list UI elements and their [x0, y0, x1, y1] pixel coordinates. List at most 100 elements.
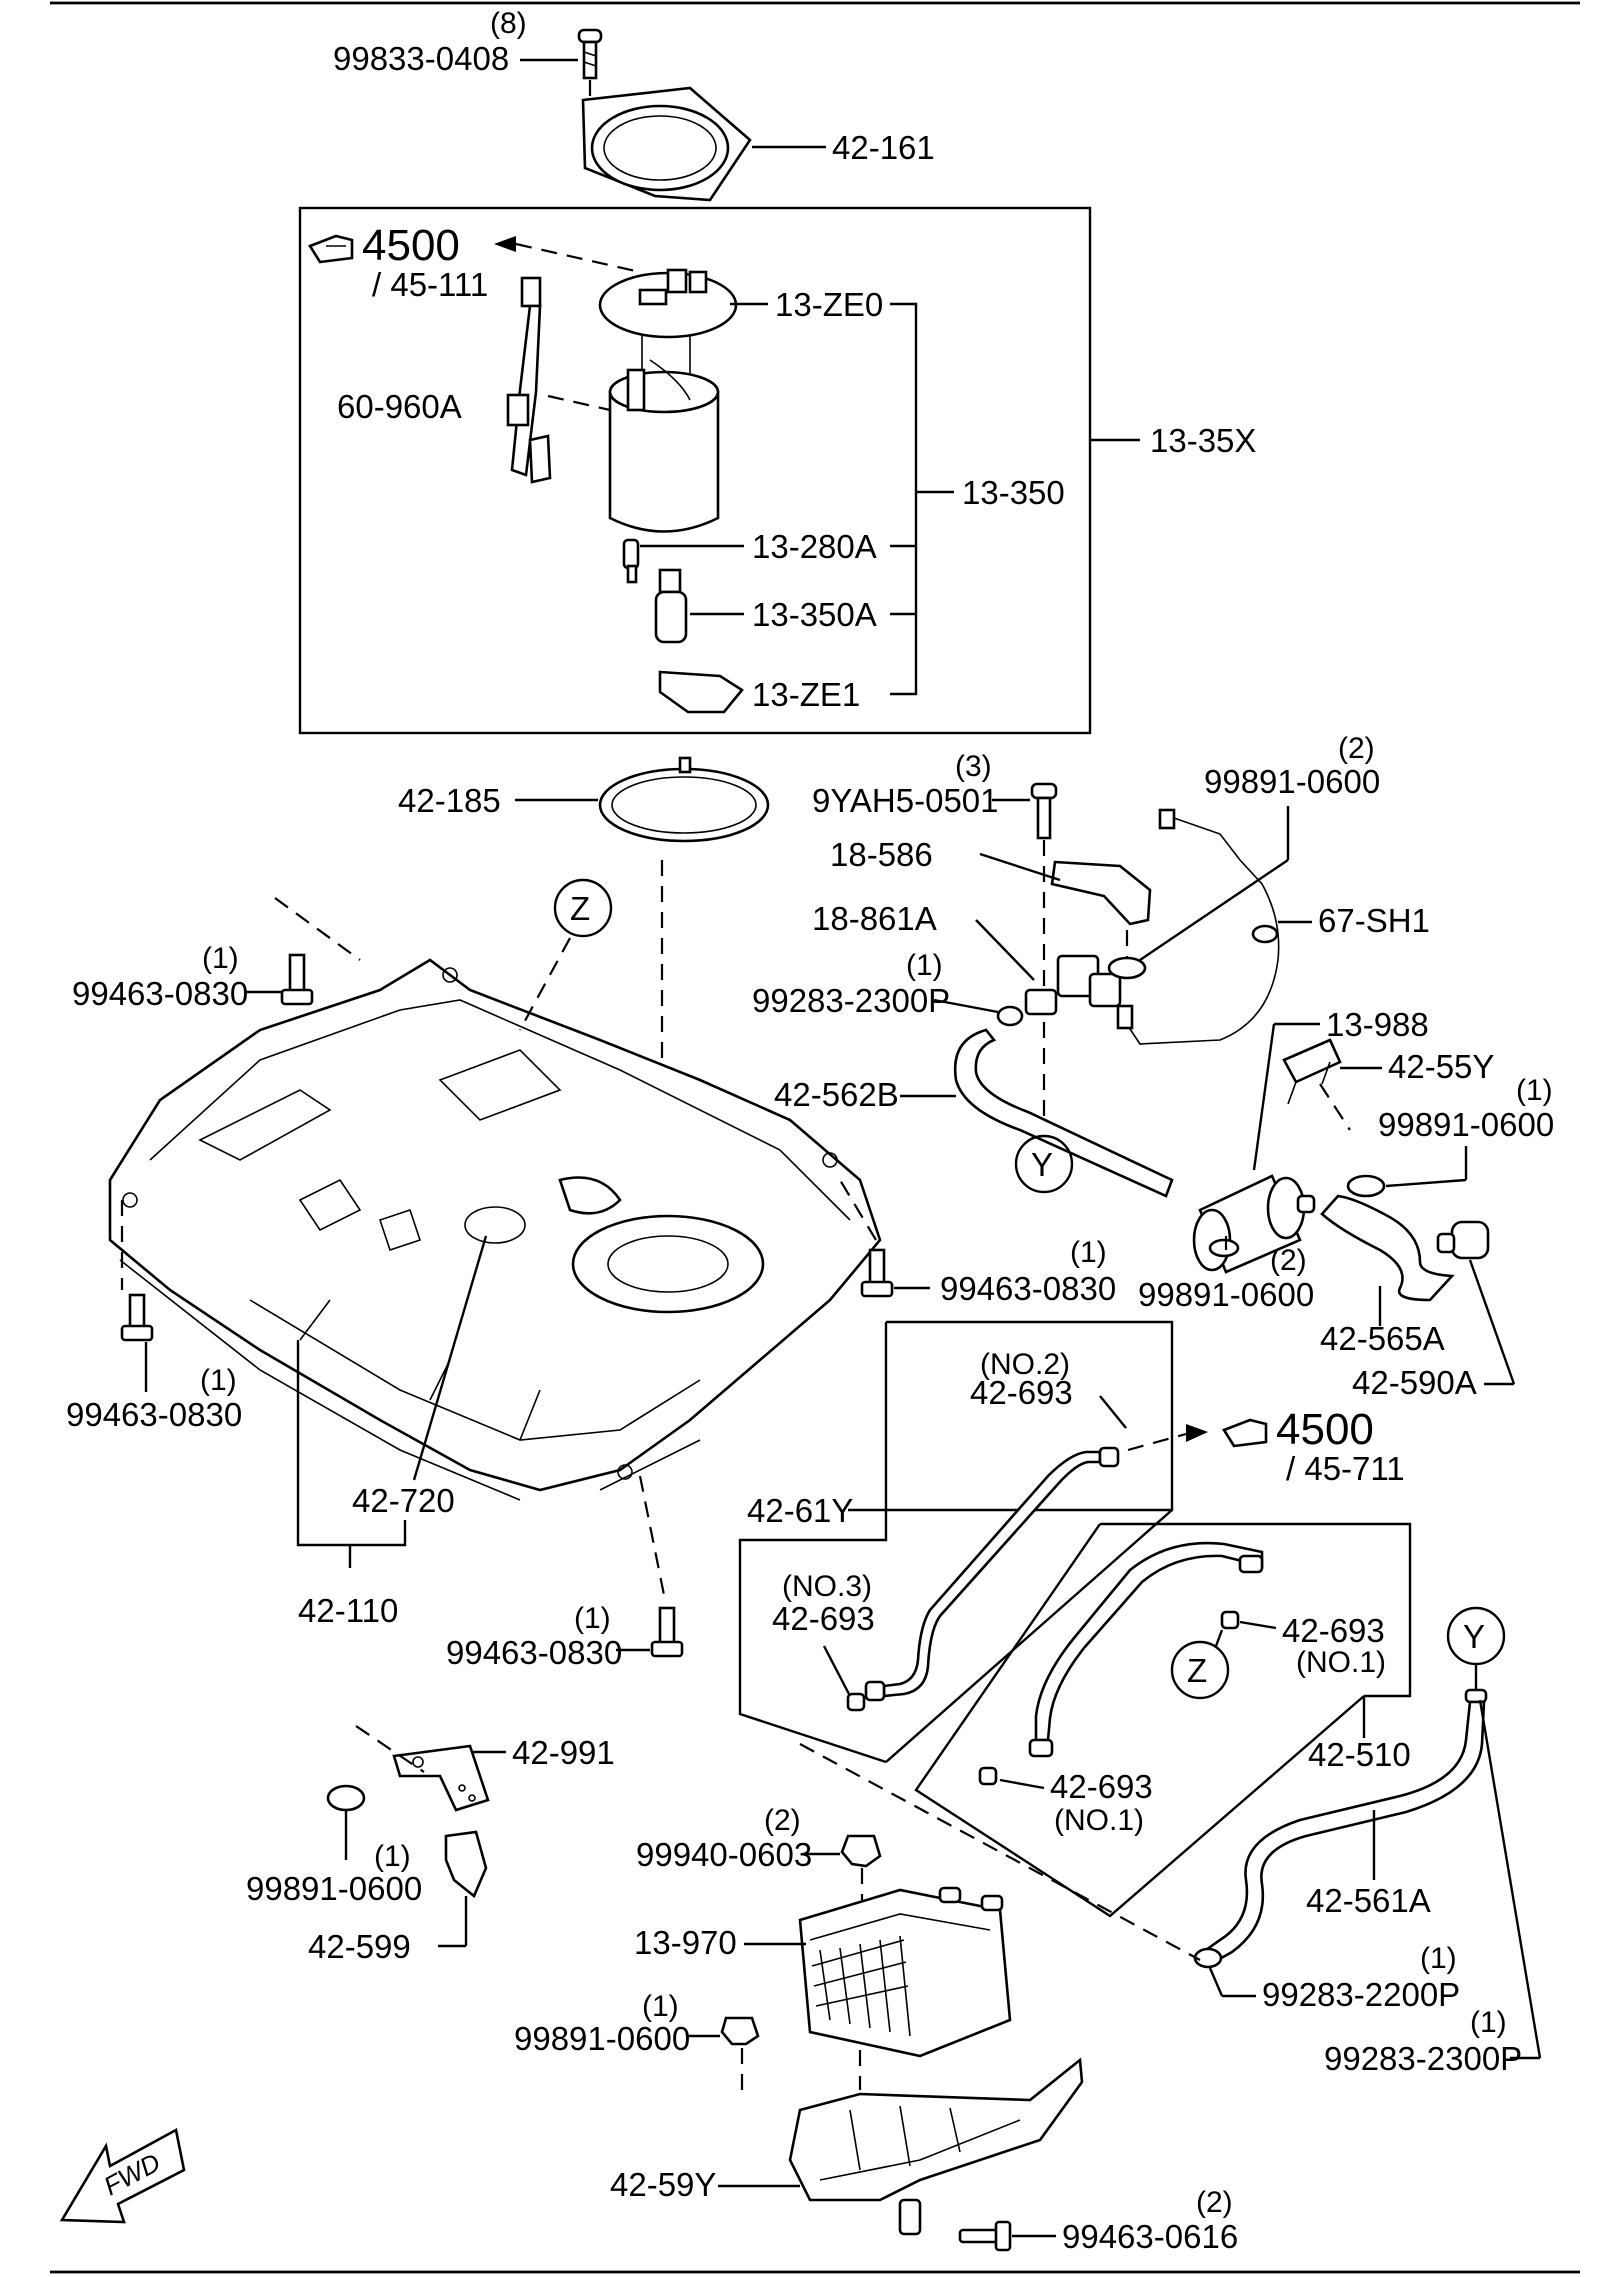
label-42-693-no1-b: 42-693 — [1050, 1768, 1153, 1805]
label-42-991: 42-991 — [512, 1734, 615, 1771]
marker-z-low-circle — [1170, 1640, 1230, 1700]
nut-99940-0603 — [840, 1834, 882, 1868]
label-99283-2200p: 99283-2200P — [1262, 1976, 1460, 2013]
bracket-42-59y — [788, 2057, 1084, 2236]
leader-42-693-no1-b — [999, 1778, 1045, 1790]
marker-y-mid-circle — [1014, 1134, 1074, 1194]
label-99940-0603: 99940-0603 — [636, 1836, 812, 1873]
label-42-693-no2: 42-693 — [970, 1374, 1073, 1411]
bracket-42-110 — [296, 1340, 407, 1568]
label-42-561a: 42-561A — [1306, 1882, 1431, 1919]
label-18-861a: 18-861A — [812, 900, 937, 937]
qty-99833-0408: (8) — [490, 7, 527, 40]
pump-flange-13-ze0 — [598, 268, 738, 380]
label-13-350a: 13-350A — [752, 596, 877, 633]
qty-42-693-no2: (NO.2) — [980, 1348, 1070, 1381]
label-42-510: 42-510 — [1308, 1736, 1411, 1773]
pump-13-350a — [654, 568, 688, 644]
guide-canister-pipes — [799, 1743, 1201, 1961]
label-42-693-no3: 42-693 — [772, 1600, 875, 1637]
ref-guide-upper — [515, 242, 641, 274]
bolt-99463-0616 — [958, 2220, 1012, 2252]
filter-13-280a — [622, 538, 640, 584]
bolt-99463-0830-b — [860, 1248, 894, 1298]
qty-99283-2300p-b: (1) — [1470, 2006, 1507, 2039]
nut-99891-0600-e — [720, 2016, 760, 2046]
label-42-693-no1-a: 42-693 — [1282, 1612, 1385, 1649]
label-13-970: 13-970 — [634, 1924, 737, 1961]
label-99891-0600-d: 99891-0600 — [246, 1870, 422, 1907]
ref-arrow-upper — [494, 236, 516, 252]
clamp-99283-2200p — [1193, 1947, 1223, 1969]
qty-99463-0830-d: (1) — [574, 1602, 611, 1635]
harness-67-sh1 — [1116, 808, 1280, 1045]
label-42-562b: 42-562B — [774, 1076, 899, 1113]
box-42-510 — [914, 1522, 1412, 1918]
leader-99283-2200p2 — [1208, 1967, 1224, 1997]
bracket-42-991 — [392, 1744, 490, 1812]
ring-42-185 — [598, 756, 770, 843]
gasket-42-161 — [581, 86, 752, 202]
fwd-arrow-icon: FWD — [59, 2128, 186, 2224]
qty-99891-0600-a: (2) — [1338, 732, 1375, 765]
qty-99940-0603: (2) — [764, 1804, 801, 1837]
connector-42-693-no1-a — [1220, 1610, 1240, 1630]
connector-42-693-no1-b — [978, 1766, 998, 1786]
label-42-61y: 42-61Y — [747, 1492, 853, 1529]
leader-99283-2300p-a — [933, 998, 999, 1014]
label-13-ze1: 13-ZE1 — [752, 676, 860, 713]
qty-9yah5-0501: (3) — [955, 750, 992, 783]
qty-99891-0600-c: (2) — [1270, 1244, 1307, 1277]
box-42-61y-left — [738, 1322, 888, 1764]
hand-icon-lower — [1222, 1418, 1268, 1448]
label-42-59y: 42-59Y — [610, 2166, 716, 2203]
label-42-720: 42-720 — [352, 1482, 455, 1519]
qty-99463-0830-a: (1) — [202, 942, 239, 975]
screw-99833-0408 — [577, 28, 603, 80]
label-99463-0616: 99463-0616 — [1062, 2218, 1238, 2255]
label-60-960a: 60-960A — [337, 388, 462, 425]
nut-99891-0600-a — [1107, 956, 1147, 980]
connector-42-693-no3 — [846, 1692, 866, 1712]
box-42-61y-diag — [885, 1509, 1173, 1763]
screw-9yah5-0501 — [1030, 782, 1058, 840]
ref-4500-lower: 4500 — [1276, 1405, 1374, 1454]
nut-99891-0600-b — [1346, 1174, 1386, 1198]
leader-42-693-no3 — [822, 1645, 852, 1697]
label-18-586: 18-586 — [830, 836, 933, 873]
hose-42-561a — [1204, 1688, 1488, 1964]
label-13-ze0: 13-ZE0 — [775, 286, 883, 323]
bracket-18-586 — [1050, 860, 1152, 926]
bolt-99463-0830-a — [280, 953, 314, 1006]
label-99891-0600-c: 99891-0600 — [1138, 1276, 1314, 1313]
sender-60-960a — [506, 276, 552, 484]
hose-42-510 — [1028, 1541, 1264, 1758]
label-99463-0830-a: 99463-0830 — [72, 975, 248, 1012]
guide-bolt-d — [638, 1475, 667, 1601]
clip-42-599 — [444, 1830, 488, 1899]
qty-42-693-no1-a: (NO.1) — [1296, 1646, 1386, 1679]
label-99463-0830-b: 99463-0830 — [940, 1270, 1116, 1307]
hose-42-565a — [1320, 1194, 1455, 1302]
strainer-13-ze1 — [658, 670, 744, 714]
leader-18-586 — [979, 852, 1061, 882]
label-13-988: 13-988 — [1326, 1006, 1429, 1043]
qty-42-693-no3: (NO.3) — [782, 1570, 872, 1603]
guide-bolt-b — [839, 1179, 877, 1241]
qty-99283-2300p-a: (1) — [906, 949, 943, 982]
bracket-13-350 — [890, 302, 918, 696]
label-42-565a: 42-565A — [1320, 1320, 1445, 1357]
leader-42-693-no1-a — [1239, 1620, 1277, 1630]
canister-13-970 — [798, 1886, 1012, 2058]
pipe-42-61y — [864, 1446, 1120, 1702]
bolt-99463-0830-d — [650, 1606, 684, 1658]
bolt-99463-0830-c — [120, 1293, 154, 1342]
label-42-599: 42-599 — [308, 1928, 411, 1965]
label-99463-0830-d: 99463-0830 — [446, 1634, 622, 1671]
label-13-280a: 13-280A — [752, 528, 877, 565]
label-67-sh1: 67-SH1 — [1318, 902, 1430, 939]
marker-y-right: Y — [1463, 1618, 1485, 1655]
pump-housing — [608, 359, 720, 533]
label-99833-0408: 99833-0408 — [333, 40, 509, 77]
leader-18-861a — [975, 919, 1035, 981]
